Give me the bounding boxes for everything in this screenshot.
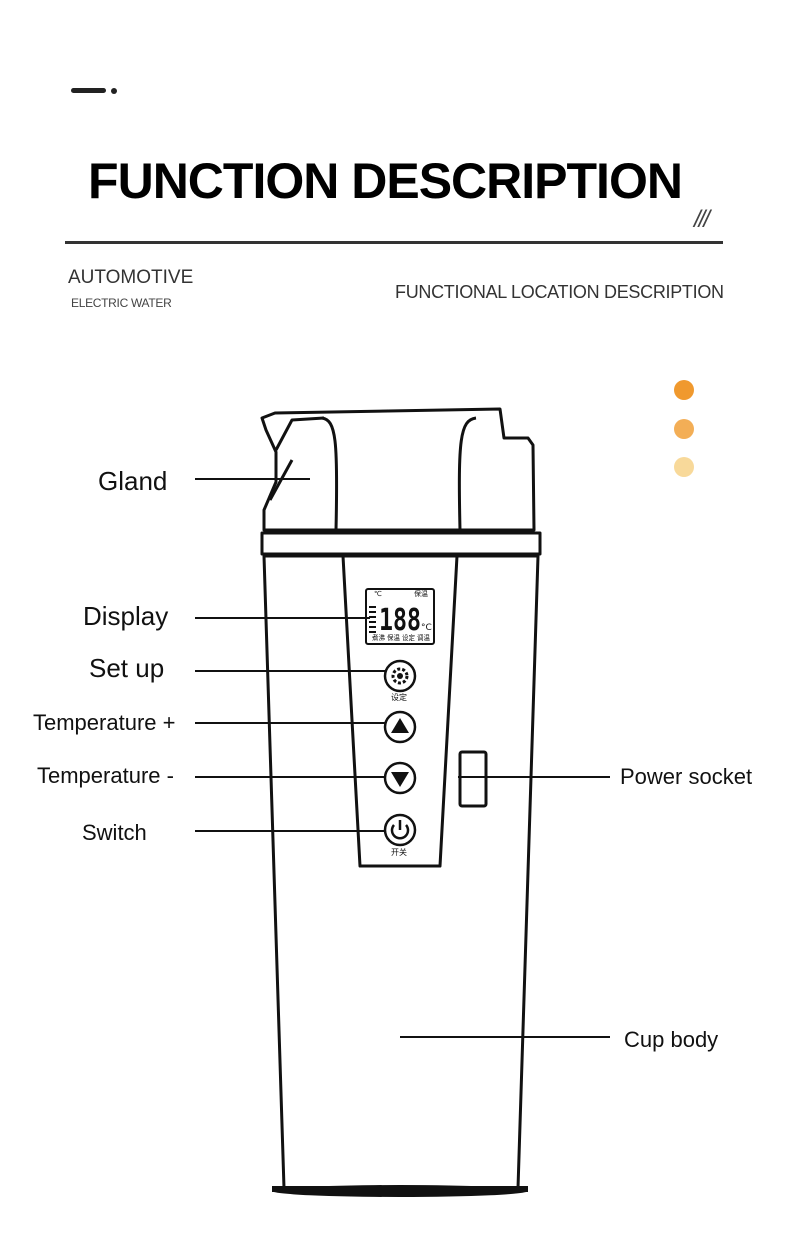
header-divider — [65, 241, 723, 244]
display-digits: 188 — [379, 603, 421, 638]
display-unit: °C — [421, 623, 432, 633]
label-cup-body: Cup body — [624, 1027, 719, 1052]
triangle-up-icon — [391, 718, 409, 733]
display-mode-labels: 煮沸 保温 设定 调温 — [372, 633, 430, 642]
product-category-subheading: ELECTRIC WATER — [71, 296, 172, 310]
label-display: Display — [83, 601, 169, 631]
power-icon — [390, 824, 410, 840]
lid-spout — [268, 459, 294, 501]
leader-set-up — [195, 670, 385, 672]
gear-icon — [391, 667, 409, 685]
label-gland: Gland — [98, 466, 168, 496]
accent-dot-3 — [674, 457, 694, 477]
leader-power-socket — [458, 776, 610, 778]
label-temperature-minus: Temperature - — [37, 763, 174, 788]
accent-dot-2 — [674, 419, 694, 439]
control-panel — [341, 554, 459, 868]
section-heading: FUNCTIONAL LOCATION DESCRIPTION — [395, 282, 724, 302]
leader-gland — [195, 478, 310, 480]
leader-switch — [195, 830, 385, 832]
lid-edge — [274, 416, 325, 451]
label-power-socket: Power socket — [620, 764, 753, 789]
display-top-left: ℃ — [374, 590, 382, 598]
product-category-heading: AUTOMOTIVE — [68, 267, 194, 288]
leader-display — [195, 617, 370, 619]
switch-caption: 开关 — [391, 847, 407, 857]
label-switch: Switch — [82, 820, 147, 845]
decorative-slashes: /// — [694, 206, 710, 233]
cup-body-outline — [262, 554, 540, 1190]
leader-temperature-plus — [195, 722, 385, 724]
decorative-dash — [71, 88, 106, 93]
lid-handle-left — [321, 416, 339, 531]
power-socket-shape — [458, 750, 488, 808]
lid-outline — [260, 407, 536, 532]
label-set-up: Set up — [89, 653, 165, 683]
leader-cup-body — [400, 1036, 610, 1038]
page-title: FUNCTION DESCRIPTION — [88, 153, 683, 209]
triangle-down-icon — [391, 772, 409, 787]
display-top-right: 保温 — [414, 589, 428, 598]
setup-caption: 设定 — [391, 692, 407, 702]
accent-dot-1 — [674, 380, 694, 400]
leader-temperature-minus — [195, 776, 385, 778]
cup-collar — [260, 531, 542, 556]
lid-handle-right — [457, 416, 477, 531]
decorative-dot — [111, 88, 117, 94]
display-screen — [365, 588, 435, 645]
label-temperature-plus: Temperature + — [33, 710, 176, 735]
